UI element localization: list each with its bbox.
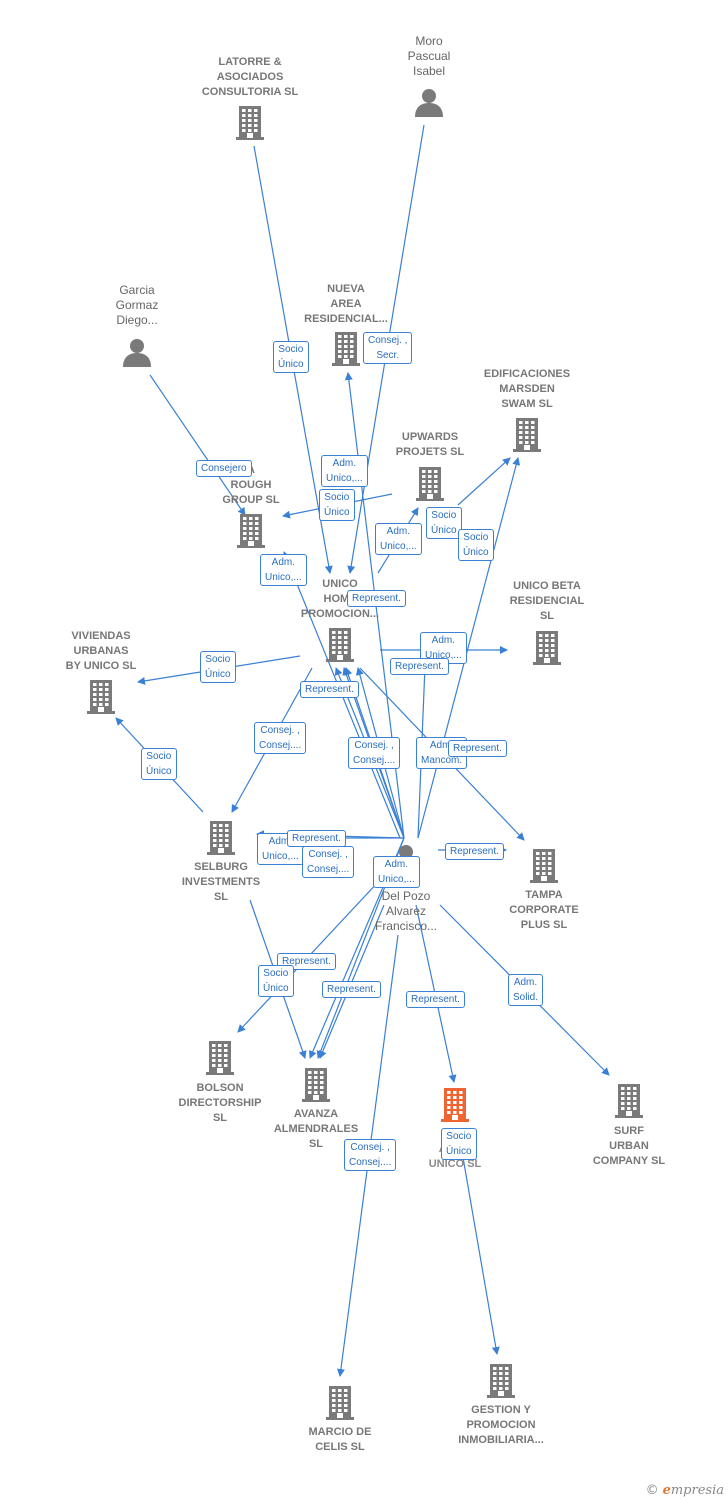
node-label-upwards: UPWARDS PROJETS SL bbox=[395, 431, 465, 458]
building-icon-unicohome[interactable] bbox=[326, 628, 354, 662]
brand-name: mpresia bbox=[670, 1483, 724, 1498]
edge-label-delpozo-unicohome[interactable]: Consej. , Consej.... bbox=[348, 737, 401, 769]
building-icon-edificaciones[interactable] bbox=[513, 418, 541, 452]
edge-label-garcia-selburg[interactable]: Consejero bbox=[196, 460, 252, 477]
edge-label-acunico-gestion[interactable]: Socio Único bbox=[441, 1128, 477, 1160]
edge-label-delpozo-rough[interactable]: Adm. Unico,... bbox=[260, 554, 307, 586]
edge-acunico-gestion bbox=[459, 1139, 500, 1355]
edge-delpozo-edificaciones bbox=[417, 457, 521, 839]
node-delpozo[interactable]: Del Pozo Alvarez Francisco... bbox=[331, 889, 481, 934]
node-label-avanza: AVANZA ALMENDRALES SL bbox=[273, 1108, 359, 1150]
building-icon-surf[interactable] bbox=[615, 1084, 643, 1118]
node-upwards[interactable]: UPWARDS PROJETS SL bbox=[355, 430, 505, 460]
node-label-garcia: Garcia Gormaz Diego... bbox=[115, 283, 159, 327]
edge-garcia-selburg bbox=[149, 374, 246, 516]
edge-label-delpozo-selburg[interactable]: Adm. Unico,... bbox=[373, 856, 420, 888]
node-label-marcio: MARCIO DE CELIS SL bbox=[308, 1426, 372, 1453]
node-garcia[interactable]: Garcia Gormaz Diego... bbox=[62, 283, 212, 328]
edge-label-delpozo-unicobeta[interactable]: Represent. bbox=[390, 658, 449, 675]
edge-label-delpozo-upwards[interactable]: Adm. Unico,... bbox=[375, 523, 422, 555]
edge-label-unicohome-viviendas[interactable]: Socio Único bbox=[200, 651, 236, 683]
edge-label-delpozo-surf[interactable]: Adm. Solid. bbox=[508, 974, 544, 1006]
node-label-bolson: BOLSON DIRECTORSHIP SL bbox=[178, 1082, 262, 1124]
brand-initial: e bbox=[662, 1483, 671, 1498]
edge-label-latorre-unicohome[interactable]: Socio Único bbox=[273, 341, 309, 373]
edge-label-delpozo-marcio[interactable]: Consej. , Consej.... bbox=[344, 1139, 397, 1171]
building-icon-bolson[interactable] bbox=[206, 1041, 234, 1075]
node-latorre[interactable]: LATORRE & ASOCIADOS CONSULTORIA SL bbox=[175, 55, 325, 100]
person-icon-moro[interactable] bbox=[414, 87, 444, 117]
building-icon-latorre[interactable] bbox=[236, 106, 264, 140]
edge-upwards-edificaciones bbox=[457, 457, 511, 506]
node-moro[interactable]: Moro Pascual Isabel bbox=[354, 34, 504, 79]
node-label-delpozo: Del Pozo Alvarez Francisco... bbox=[374, 889, 437, 933]
edge-label-selburg-avanza[interactable]: Socio Único bbox=[258, 965, 294, 997]
building-icon-avanza[interactable] bbox=[302, 1068, 330, 1102]
node-bolson[interactable]: BOLSON DIRECTORSHIP SL bbox=[145, 1081, 295, 1126]
node-selburg[interactable]: SELBURG INVESTMENTS SL bbox=[146, 860, 296, 905]
edge-label-delpozo-acunico[interactable]: Represent. bbox=[406, 991, 465, 1008]
node-label-gestion: GESTION Y PROMOCION INMOBILIARIA... bbox=[458, 1404, 544, 1446]
edge-label-delpozo-nueva[interactable]: Adm. Unico,... bbox=[321, 455, 368, 487]
building-icon-gestion[interactable] bbox=[487, 1364, 515, 1398]
edge-label-unicohome-tampa[interactable]: Represent. bbox=[448, 740, 507, 757]
edge-label-delpozo-tampa[interactable]: Represent. bbox=[445, 843, 504, 860]
building-icon-viviendas[interactable] bbox=[87, 680, 115, 714]
building-icon-nueva[interactable] bbox=[332, 332, 360, 366]
building-icon-tampa[interactable] bbox=[530, 849, 558, 883]
building-icon-upwards[interactable] bbox=[416, 467, 444, 501]
edge-label-upwards-edificaciones[interactable]: Socio Único bbox=[426, 507, 462, 539]
node-edificaciones[interactable]: EDIFICACIONES MARSDEN SWAM SL bbox=[452, 367, 602, 412]
node-surf[interactable]: SURF URBAN COMPANY SL bbox=[554, 1124, 704, 1169]
node-label-unicobeta: UNICO BETA RESIDENCIAL SL bbox=[509, 580, 585, 622]
node-nueva[interactable]: NUEVA AREA RESIDENCIAL... bbox=[271, 282, 421, 327]
edge-label-delpozo-avanza[interactable]: Consej. , Consej.... bbox=[302, 846, 355, 878]
node-label-moro: Moro Pascual Isabel bbox=[407, 34, 451, 78]
empresia-logo: ©empresia bbox=[646, 1483, 724, 1498]
edge-label-moro-unicohome[interactable]: Consej. , Secr. bbox=[363, 332, 413, 364]
building-icon-selburg[interactable] bbox=[207, 821, 235, 855]
node-label-nueva: NUEVA AREA RESIDENCIAL... bbox=[304, 283, 388, 325]
node-label-tampa: TAMPA CORPORATE PLUS SL bbox=[509, 889, 579, 931]
node-avanza[interactable]: AVANZA ALMENDRALES SL bbox=[241, 1107, 391, 1152]
edge-label-delpozo-unicohome[interactable]: Represent. bbox=[300, 681, 359, 698]
edge-label-upwards-rough[interactable]: Socio Único bbox=[319, 489, 355, 521]
node-marcio[interactable]: MARCIO DE CELIS SL bbox=[265, 1425, 415, 1455]
copyright-symbol: © bbox=[645, 1483, 659, 1498]
node-unicobeta[interactable]: UNICO BETA RESIDENCIAL SL bbox=[472, 579, 622, 624]
edge-label-delpozo-edificaciones[interactable]: Socio Único bbox=[458, 529, 494, 561]
node-label-viviendas: VIVIENDAS URBANAS BY UNICO SL bbox=[65, 630, 137, 672]
building-icon-unicobeta[interactable] bbox=[533, 631, 561, 665]
node-tampa[interactable]: TAMPA CORPORATE PLUS SL bbox=[469, 888, 619, 933]
edge-label-delpozo-selburg[interactable]: Represent. bbox=[287, 830, 346, 847]
person-icon-garcia[interactable] bbox=[122, 337, 152, 367]
building-icon-marcio[interactable] bbox=[326, 1386, 354, 1420]
building-icon-acunico[interactable] bbox=[441, 1088, 469, 1122]
edge-label-delpozo-avanza[interactable]: Represent. bbox=[322, 981, 381, 998]
node-label-edificaciones: EDIFICACIONES MARSDEN SWAM SL bbox=[483, 368, 571, 410]
building-icon-rough[interactable] bbox=[237, 514, 265, 548]
node-gestion[interactable]: GESTION Y PROMOCION INMOBILIARIA... bbox=[426, 1403, 576, 1448]
node-label-selburg: SELBURG INVESTMENTS SL bbox=[181, 861, 261, 903]
edge-label-unicohome-selburg[interactable]: Consej. , Consej.... bbox=[254, 722, 307, 754]
node-label-surf: SURF URBAN COMPANY SL bbox=[592, 1125, 666, 1167]
edge-label-delpozo-unicohome[interactable]: Represent. bbox=[347, 590, 406, 607]
node-label-latorre: LATORRE & ASOCIADOS CONSULTORIA SL bbox=[201, 56, 299, 98]
edge-label-selburg-viviendas[interactable]: Socio Único bbox=[141, 748, 177, 780]
node-viviendas[interactable]: VIVIENDAS URBANAS BY UNICO SL bbox=[26, 629, 176, 674]
